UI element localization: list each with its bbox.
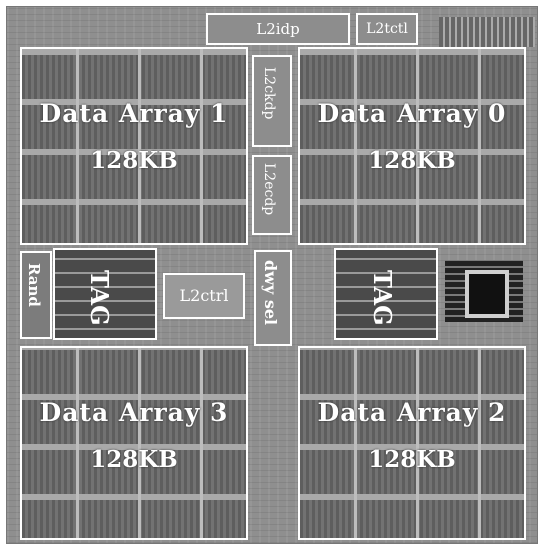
data-array-2: Data Array 2 128KB	[298, 346, 526, 540]
rand-label: Rand	[25, 263, 43, 307]
data-array-0: Data Array 0 128KB	[298, 47, 526, 245]
data-array-1-size: 128KB	[22, 147, 246, 174]
l2tctl-label: L2tctl	[366, 21, 408, 37]
l2ctrl-block: L2ctrl	[163, 273, 245, 319]
data-array-3-title: Data Array 3	[22, 398, 246, 427]
decorative-circuit-region	[439, 17, 535, 47]
data-array-1: Data Array 1 128KB	[20, 47, 248, 245]
data-array-0-title: Data Array 0	[300, 99, 524, 128]
rand-block: Rand	[20, 251, 52, 339]
data-array-2-size: 128KB	[300, 446, 524, 473]
misc-logic-core	[465, 270, 509, 318]
data-array-1-title: Data Array 1	[22, 99, 246, 128]
l2idp-block: L2idp	[206, 13, 350, 45]
data-array-3: Data Array 3 128KB	[20, 346, 248, 540]
tag-right-label: TAG	[368, 270, 397, 326]
misc-logic-block	[445, 260, 523, 322]
l2idp-label: L2idp	[256, 20, 300, 38]
tag-left-block: TAG	[53, 248, 157, 340]
l2ckdp-label: L2ckdp	[261, 67, 277, 119]
dwysel-label: dwy sel	[261, 260, 280, 325]
l2ecdp-block: L2ecdp	[252, 155, 292, 235]
l2ctrl-label: L2ctrl	[180, 286, 229, 305]
data-array-0-size: 128KB	[300, 147, 524, 174]
dwysel-block: dwy sel	[254, 250, 292, 346]
l2tctl-block: L2tctl	[356, 13, 418, 45]
tag-left-label: TAG	[85, 270, 114, 326]
data-array-3-size: 128KB	[22, 446, 246, 473]
l2ecdp-label: L2ecdp	[261, 163, 277, 215]
tag-right-block: TAG	[334, 248, 438, 340]
data-array-2-title: Data Array 2	[300, 398, 524, 427]
l2ckdp-block: L2ckdp	[252, 55, 292, 147]
